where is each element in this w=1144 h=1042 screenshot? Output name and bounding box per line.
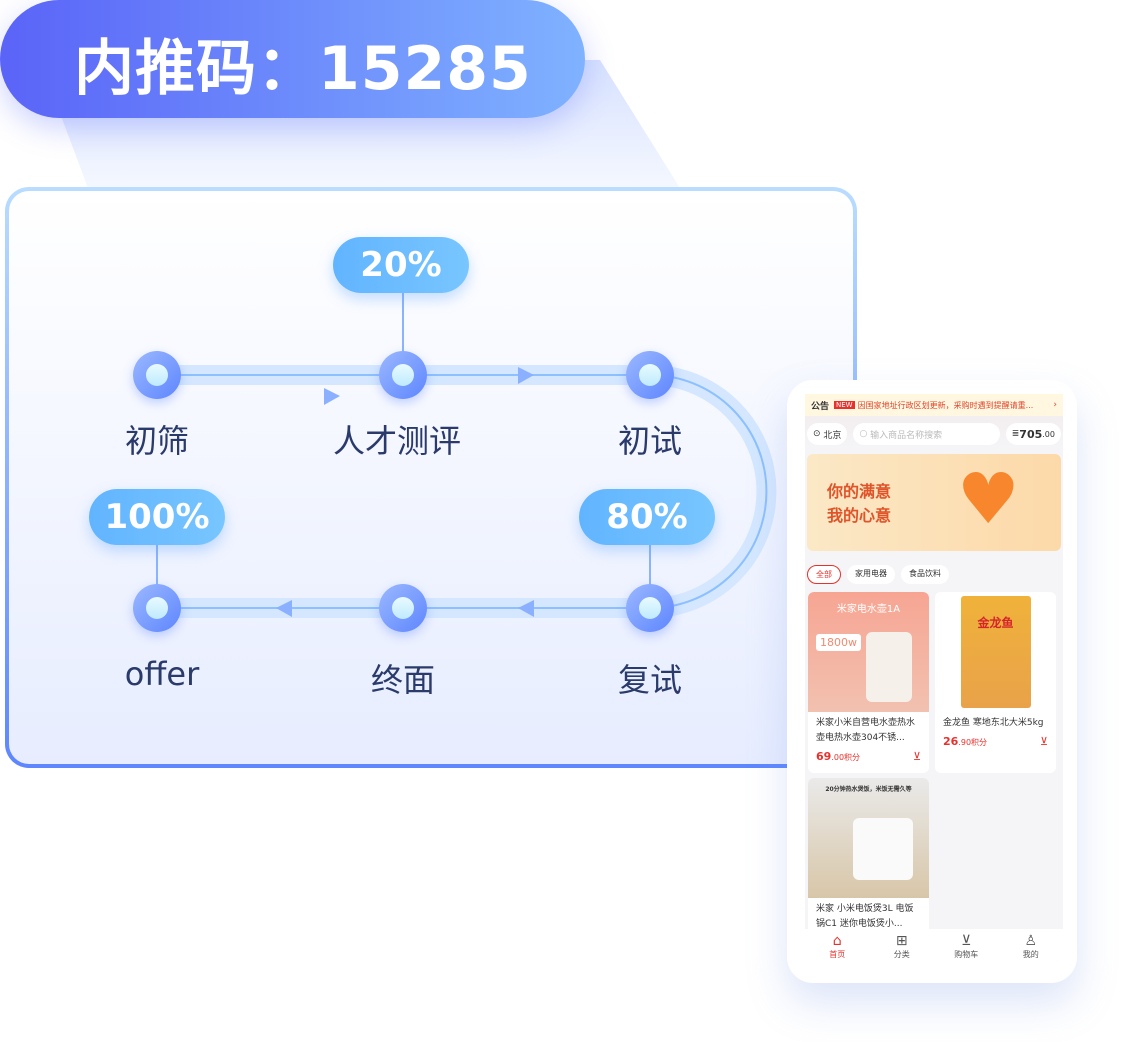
- stage-label-final-interview: 终面: [370, 661, 436, 699]
- points-decimal: .00: [1042, 429, 1055, 439]
- arrow-right-icon: [324, 388, 340, 405]
- product-price: 69.00积分⊻: [816, 750, 921, 763]
- product-card[interactable]: 金龙鱼 金龙鱼 寒地东北大米5kg 26.90积分⊻: [935, 592, 1056, 773]
- stage-node: [133, 351, 181, 399]
- stage-label-talent-test: 人才测评: [332, 422, 462, 460]
- phone-mockup: 公告 NEW 因国家地址行政区划更新，采购时遇到提醒请重... › ⊙ 北京 ○…: [787, 380, 1077, 983]
- nav-category[interactable]: ⊞分类: [870, 929, 935, 969]
- banner-line2: 我的心意: [827, 506, 892, 525]
- stage-label-offer: offer: [124, 655, 200, 693]
- bottom-nav: ⌂首页 ⊞分类 ⊻购物车 ♙我的: [805, 929, 1063, 969]
- badge-100: 100%: [89, 489, 225, 545]
- stage-node: [133, 584, 181, 632]
- image-title: 金龙鱼: [960, 596, 1031, 708]
- image-title: 20分钟热水煲饭，米饭无需久等: [825, 786, 912, 793]
- product-name: 金龙鱼 寒地东北大米5kg: [943, 718, 1044, 728]
- product-card[interactable]: 米家电水壶1A 1800w 米家小米自营电水壶热水壶电热水壶304不锈... 6…: [808, 592, 929, 773]
- banner-line1: 你的满意: [827, 482, 892, 501]
- product-image: 20分钟热水煲饭，米饭无需久等: [808, 778, 929, 898]
- product-price: 26.90积分⊻: [943, 735, 1048, 748]
- user-icon: ♙: [1024, 933, 1038, 949]
- image-badge: 1800w: [816, 634, 861, 651]
- grid-icon: ⊞: [895, 933, 908, 949]
- points-value: 705: [1019, 427, 1043, 441]
- announcement-text: 因国家地址行政区划更新，采购时遇到提醒请重...: [857, 400, 1034, 410]
- category-tabs: 全部 家用电器 食品饮料: [805, 551, 1063, 590]
- stage-node: [626, 584, 674, 632]
- product-name: 米家小米自营电水壶热水壶电热水壶304不锈...: [816, 718, 916, 743]
- location-pin-icon: ⊙: [813, 429, 821, 439]
- coin-icon: ≣: [1011, 429, 1020, 439]
- arrow-right-icon: [518, 367, 534, 384]
- stage-node: [379, 351, 427, 399]
- search-icon: ○: [859, 429, 868, 439]
- stage-node: [379, 584, 427, 632]
- chevron-right-icon: ›: [1053, 400, 1057, 410]
- badge-20: 20%: [333, 237, 469, 293]
- product-image: 金龙鱼: [935, 592, 1056, 712]
- cart-add-icon[interactable]: ⊻: [1039, 735, 1048, 748]
- nav-cart[interactable]: ⊻购物车: [934, 929, 999, 969]
- search-input[interactable]: ○ 输入商品名称搜索: [853, 423, 1000, 445]
- connector: [156, 542, 158, 587]
- image-title: 米家电水壶1A: [836, 604, 901, 615]
- points-balance[interactable]: ≣705.00: [1005, 423, 1061, 445]
- referral-code-pill: 内推码：15285: [0, 0, 585, 118]
- search-placeholder: 输入商品名称搜索: [870, 430, 943, 441]
- tab-all[interactable]: 全部: [807, 565, 841, 584]
- tab-appliances[interactable]: 家用电器: [847, 565, 895, 584]
- announcement-bar[interactable]: 公告 NEW 因国家地址行政区划更新，采购时遇到提醒请重... ›: [805, 394, 1063, 416]
- arrow-left-icon: [276, 600, 292, 617]
- nav-home[interactable]: ⌂首页: [805, 929, 870, 969]
- announcement-label: 公告: [811, 401, 830, 412]
- stage-label-first-interview: 初试: [617, 422, 683, 460]
- referral-code: 内推码：15285: [74, 34, 532, 104]
- connector: [649, 542, 651, 587]
- location-selector[interactable]: ⊙ 北京: [807, 423, 848, 445]
- arrow-left-icon: [518, 600, 534, 617]
- tab-food[interactable]: 食品饮料: [901, 565, 949, 584]
- location-text: 北京: [823, 430, 842, 441]
- heart-balloon-icon: ♥: [957, 458, 1020, 540]
- connector: [402, 290, 404, 352]
- new-tag: NEW: [834, 401, 855, 409]
- cart-icon: ⊻: [961, 933, 972, 949]
- cart-add-icon[interactable]: ⊻: [912, 750, 921, 763]
- home-icon: ⌂: [832, 933, 842, 949]
- badge-80: 80%: [579, 489, 715, 545]
- promo-banner[interactable]: 你的满意 我的心意 ♥: [807, 454, 1061, 551]
- product-image: 米家电水壶1A 1800w: [808, 592, 929, 712]
- stage-label-second-interview: 复试: [617, 661, 683, 699]
- product-card[interactable]: 20分钟热水煲饭，米饭无需久等 米家 小米电饭煲3L 电饭锅C1 迷你电饭煲小.…: [808, 778, 929, 938]
- stage-label-screening: 初筛: [124, 422, 190, 460]
- product-name: 米家 小米电饭煲3L 电饭锅C1 迷你电饭煲小...: [816, 904, 914, 929]
- stage-node: [626, 351, 674, 399]
- nav-profile[interactable]: ♙我的: [999, 929, 1064, 969]
